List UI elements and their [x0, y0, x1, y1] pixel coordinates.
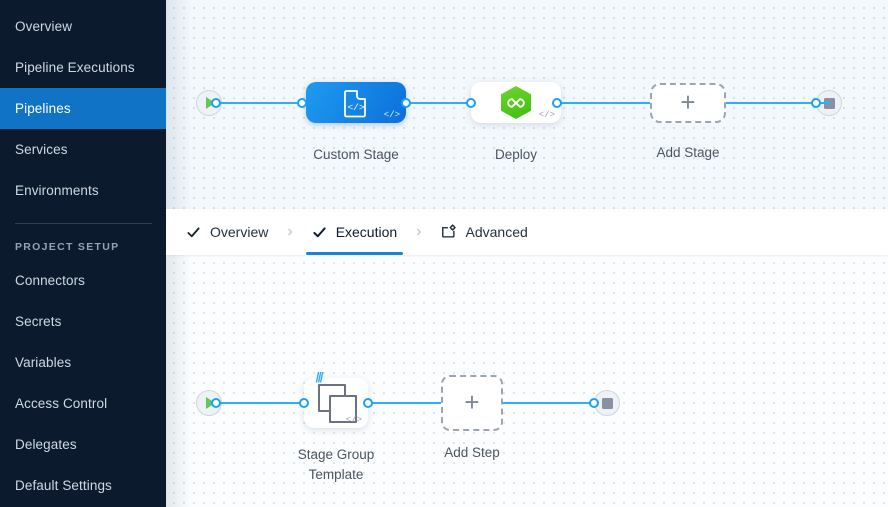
step-code-badge: </>	[345, 415, 362, 425]
step-start-node[interactable]	[196, 390, 222, 416]
sidebar-item-label: Services	[15, 142, 68, 157]
tab-overview[interactable]: Overview	[180, 209, 274, 255]
wire-start-to-custom	[214, 102, 336, 105]
execution-steps-canvas[interactable]: ||| </> Stage Group Template + Add Step	[166, 255, 888, 507]
wire-start-to-template	[214, 402, 304, 405]
sidebar-item-label: Variables	[15, 355, 72, 370]
wire-add-to-end	[721, 102, 831, 105]
plus-icon: +	[680, 87, 696, 117]
stage-group-template-icon: |||	[313, 371, 359, 426]
sidebar-item-services[interactable]: Services	[0, 129, 166, 170]
sidebar-item-overview[interactable]: Overview	[0, 6, 166, 47]
template-input-port[interactable]	[299, 398, 309, 408]
tab-execution[interactable]: Execution	[305, 209, 404, 255]
step-label-stage-group-template: Stage Group Template	[276, 445, 396, 485]
step-start-output-port[interactable]	[211, 398, 221, 408]
tab-label: Execution	[335, 224, 398, 240]
add-step-button[interactable]: +	[441, 375, 503, 431]
sidebar-item-label: Access Control	[15, 396, 108, 411]
deploy-output-port[interactable]	[552, 98, 562, 108]
svg-text:</>: </>	[347, 102, 364, 113]
custom-stage-input-port[interactable]	[297, 98, 307, 108]
check-icon	[313, 226, 326, 237]
stage-label-deploy: Deploy	[494, 147, 538, 162]
step-node-stage-group-template[interactable]: ||| </>	[304, 371, 368, 428]
sidebar-item-connectors[interactable]: Connectors	[0, 260, 166, 301]
plus-icon: +	[464, 387, 480, 417]
add-stage-label: Add Stage	[656, 145, 720, 160]
advanced-settings-icon	[441, 224, 456, 238]
sidebar-item-label: Connectors	[15, 273, 86, 288]
sidebar-item-label: Pipeline Executions	[15, 60, 135, 75]
main-content: </> </> Custom Stage </> Deploy	[166, 0, 888, 507]
sidebar-item-label: Pipelines	[15, 101, 71, 116]
sidebar-item-secrets[interactable]: Secrets	[0, 301, 166, 342]
sidebar-item-pipeline-executions[interactable]: Pipeline Executions	[0, 47, 166, 88]
tab-separator-chevron-right-icon: ›	[287, 223, 293, 240]
step-label-line-2: Template	[308, 467, 364, 482]
check-icon	[187, 226, 200, 237]
wire-deploy-to-add	[556, 102, 656, 105]
wire-add-step-to-end	[503, 402, 597, 405]
template-library-badge: |||	[314, 371, 324, 383]
tab-separator-chevron-right-icon: ›	[416, 223, 422, 240]
wire-template-to-add-step	[364, 402, 442, 405]
step-label-line-1: Stage Group	[297, 447, 375, 462]
tab-advanced[interactable]: Advanced	[435, 209, 534, 255]
sidebar-item-label: Overview	[15, 19, 73, 34]
stage-label-custom-stage: Custom Stage	[313, 147, 399, 162]
custom-stage-output-port[interactable]	[401, 98, 411, 108]
sidebar-item-label: Default Settings	[15, 478, 112, 493]
stage-node-custom-stage[interactable]: </> </>	[306, 82, 406, 123]
stage-graph-canvas[interactable]: </> </> Custom Stage </> Deploy	[166, 0, 888, 209]
sidebar-item-delegates[interactable]: Delegates	[0, 424, 166, 465]
end-input-port[interactable]	[811, 98, 821, 108]
harness-cd-hexagon-icon	[501, 86, 531, 119]
add-step-label: Add Step	[444, 445, 500, 460]
sidebar-item-access-control[interactable]: Access Control	[0, 383, 166, 424]
custom-stage-code-icon: </>	[344, 89, 366, 117]
stop-square-icon	[601, 397, 613, 409]
step-end-input-port[interactable]	[589, 398, 599, 408]
start-icon	[196, 390, 222, 416]
stage-code-badge: </>	[383, 110, 400, 120]
add-stage-button[interactable]: +	[650, 83, 726, 123]
sidebar-divider	[15, 223, 152, 224]
template-output-port[interactable]	[363, 398, 373, 408]
start-output-port[interactable]	[211, 98, 221, 108]
stage-node-deploy[interactable]: </>	[471, 82, 561, 123]
sidebar-item-label: Delegates	[15, 437, 77, 452]
primary-sidebar: Overview Pipeline Executions Pipelines S…	[0, 0, 166, 507]
sidebar-item-default-settings[interactable]: Default Settings	[0, 465, 166, 506]
template-square-front	[329, 395, 357, 423]
tab-label: Overview	[210, 224, 269, 240]
sidebar-section-header: PROJECT SETUP	[15, 241, 120, 253]
stage-code-badge: </>	[538, 110, 555, 120]
tab-label: Advanced	[465, 224, 528, 240]
stage-config-tabbar: Overview › Execution › Advanced	[166, 209, 888, 255]
deploy-input-port[interactable]	[466, 98, 476, 108]
infinity-icon	[507, 97, 525, 108]
sidebar-item-environments[interactable]: Environments	[0, 170, 166, 211]
sidebar-item-variables[interactable]: Variables	[0, 342, 166, 383]
sidebar-item-label: Secrets	[15, 314, 62, 329]
sidebar-item-label: Environments	[15, 183, 99, 198]
play-triangle-icon	[206, 97, 215, 109]
play-triangle-icon	[206, 397, 215, 409]
sidebar-item-pipelines[interactable]: Pipelines	[0, 88, 166, 129]
